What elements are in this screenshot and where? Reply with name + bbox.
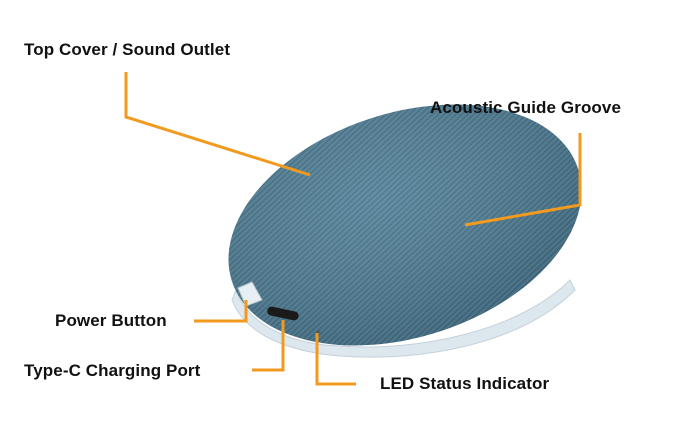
label-acoustic-groove: Acoustic Guide Groove bbox=[430, 98, 622, 117]
label-led-indicator: LED Status Indicator bbox=[380, 374, 550, 393]
power-button-shape bbox=[237, 281, 263, 307]
label-power-button: Power Button bbox=[55, 311, 167, 330]
label-top-cover: Top Cover / Sound Outlet bbox=[24, 40, 231, 59]
leader-led-indicator bbox=[315, 333, 356, 386]
leader-power-button bbox=[194, 300, 248, 323]
leader-acoustic-groove bbox=[464, 133, 582, 227]
label-type-c-port: Type-C Charging Port bbox=[24, 361, 201, 380]
type-c-port-shape bbox=[267, 306, 299, 321]
speaker-base bbox=[231, 279, 576, 358]
led-dot bbox=[316, 330, 320, 334]
fabric-top-cover bbox=[228, 104, 582, 346]
leader-lines bbox=[124, 72, 582, 386]
leader-type-c-port bbox=[252, 320, 285, 372]
leader-top-cover bbox=[124, 72, 311, 177]
